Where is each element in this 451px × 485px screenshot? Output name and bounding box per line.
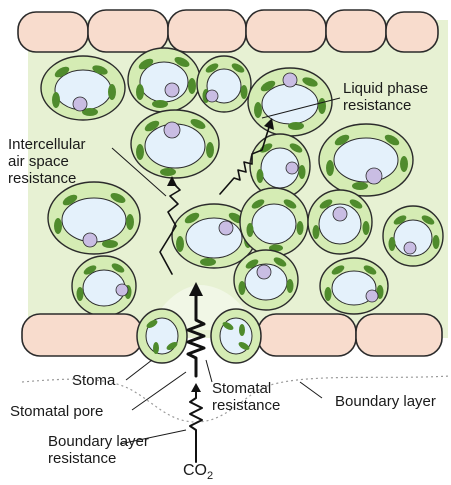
upper-epidermis-cell (385, 11, 439, 53)
mesophyll-cell (130, 109, 220, 179)
mesophyll-cell (239, 187, 309, 257)
boundary-layer-line (21, 375, 451, 423)
label-intercellular-line2: air space (8, 153, 69, 170)
leader-lines (111, 97, 341, 445)
arrow-up-icon (191, 383, 201, 392)
mesophyll-cell (127, 47, 201, 113)
lower-epidermis-cell (21, 313, 143, 357)
mesophyll-cell (196, 55, 252, 113)
mesophyll-cell (233, 249, 299, 311)
lower-epidermis-cell (355, 313, 443, 357)
mesophyll-cell (307, 189, 373, 255)
label-stomatal-resistance: Stomatal resistance (212, 380, 280, 414)
mesophyll-cell (382, 205, 444, 267)
mesophyll-cell (71, 255, 137, 317)
label-liquid-phase-resistance: Liquid phase resistance (343, 80, 428, 114)
intercellular-path (159, 181, 181, 275)
upper-epidermis-cell (167, 9, 247, 53)
label-boundary-layer-resistance-line1: Boundary layer (48, 433, 149, 450)
label-stomatal-pore: Stomatal pore (10, 403, 104, 420)
lower-epidermis (21, 313, 443, 357)
stomatal-resistor-icon (186, 288, 206, 378)
label-boundary-layer-resistance: Boundary layer resistance (48, 433, 149, 467)
lower-epidermis-cell (257, 313, 357, 357)
upper-epidermis-cell (325, 9, 387, 53)
upper-epidermis-cell (245, 9, 327, 53)
arrow-up-icon (189, 282, 203, 296)
mesophyll-cell (247, 67, 333, 137)
upper-epidermis-cell (87, 9, 169, 53)
upper-epidermis-cell (17, 11, 89, 53)
label-co2: CO2 (183, 462, 213, 485)
arrow-up-icon (167, 176, 177, 186)
mesophyll-cell (318, 123, 414, 197)
label-boundary-layer-resistance-line2: resistance (48, 450, 117, 467)
liquid-phase-resistor-icon (219, 123, 271, 195)
label-liquid-phase-line1: Liquid phase (343, 80, 429, 97)
boundary-layer-resistor-icon (189, 387, 203, 463)
label-liquid-phase-line2: resistance (343, 97, 412, 114)
label-boundary-layer: Boundary layer (335, 393, 436, 410)
mesophyll-cell (319, 257, 389, 315)
label-intercellular-line3: resistance (8, 170, 77, 187)
label-intercellular-line1: Intercellular (8, 136, 86, 153)
mesophyll-cell (249, 133, 311, 199)
mesophyll-cell (171, 203, 257, 269)
arrow-up-icon (264, 118, 274, 130)
mesophyll-cell (47, 181, 141, 255)
arrow-heads (167, 118, 274, 392)
label-stomatal-resistance-line2: resistance (212, 397, 281, 414)
label-stomatal-resistance-line1: Stomatal (212, 380, 272, 397)
label-co2-subscript: 2 (207, 470, 214, 483)
co2-pathway (159, 123, 271, 463)
label-intercellular-resistance: Intercellular air space resistance (8, 136, 86, 187)
mesophyll-cell (40, 55, 126, 121)
label-co2-base: CO (183, 462, 207, 479)
stoma (136, 308, 262, 364)
upper-epidermis (17, 9, 439, 53)
label-stoma: Stoma (72, 372, 116, 389)
